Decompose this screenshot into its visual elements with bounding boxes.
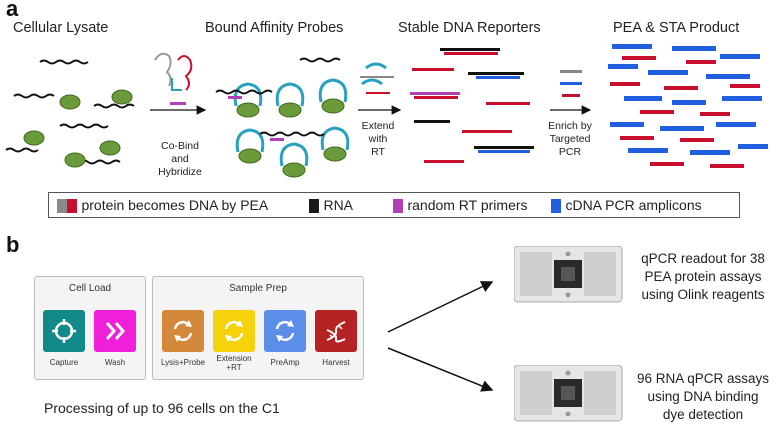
step-cobind: Co-Bind and Hybridize <box>158 140 202 178</box>
panel-b-letter: b <box>6 232 20 257</box>
double-chevron-icon <box>105 322 125 340</box>
preamp-tile[interactable] <box>264 310 306 352</box>
swatch-gray <box>57 198 67 213</box>
primer-glyphs <box>560 70 582 97</box>
ifc-chip-lower <box>514 365 623 422</box>
swatch-red <box>67 198 77 213</box>
rna-strands <box>5 59 135 165</box>
refresh-icon <box>275 320 295 342</box>
workflow-illustration <box>5 44 768 178</box>
harvest-label: Harvest <box>322 358 350 367</box>
capture-tile[interactable] <box>43 310 85 352</box>
preamp-label: PreAmp <box>270 358 300 367</box>
stage-title-bound-affinity-probes: Bound Affinity Probes <box>205 20 344 36</box>
affinity-probe-glyph <box>154 52 193 105</box>
swatch-black <box>309 198 319 213</box>
stage-title-stable-dna-reporters: Stable DNA Reporters <box>398 20 541 36</box>
extension-rt-tile[interactable] <box>213 310 255 352</box>
step-extend: Extend with RT <box>361 120 395 158</box>
amplicon-product <box>608 44 768 168</box>
dna-helix-icon <box>326 321 346 343</box>
protein-blobs <box>23 89 133 168</box>
refresh-icon <box>224 320 244 342</box>
legend: protein becomes DNA by PEA RNA random RT… <box>48 192 740 218</box>
readout-pea-protein: qPCR readout for 38 PEA protein assays u… <box>641 251 765 302</box>
lysis-probe-tile[interactable] <box>162 310 204 352</box>
swatch-purple <box>393 198 403 213</box>
readout-rna-qpcr: 96 RNA qPCR assays using DNA binding dye… <box>636 371 770 422</box>
stage-title-cellular-lysate: Cellular Lysate <box>13 20 109 36</box>
dna-reporter-strands <box>410 48 534 163</box>
extension-rt-label: Extension +RT <box>216 354 252 372</box>
step-enrich: Enrich by Targeted PCR <box>548 120 592 158</box>
harvest-tile[interactable] <box>315 310 357 352</box>
capture-label: Capture <box>49 358 79 367</box>
processing-caption: Processing of up to 96 cells on the C1 <box>44 400 280 416</box>
swatch-blue <box>551 198 561 213</box>
lysis-probe-label: Lysis+Probe <box>161 358 205 367</box>
stage-title-pea-sta-product: PEA & STA Product <box>613 20 740 36</box>
panel-a-letter: a <box>6 0 19 21</box>
refresh-icon <box>173 320 193 342</box>
cell-load-title: Cell Load <box>68 283 112 294</box>
wash-label: Wash <box>104 358 126 367</box>
legend-item-rna: RNA <box>309 197 353 215</box>
extension-glyph <box>360 62 394 94</box>
ifc-chip-upper <box>514 246 623 303</box>
legend-item-pea: protein becomes DNA by PEA <box>57 197 268 215</box>
output-arrows <box>387 281 494 392</box>
crosshair-icon <box>52 319 76 343</box>
wash-tile[interactable] <box>94 310 136 352</box>
legend-item-rt-primers: random RT primers <box>393 197 528 215</box>
sample-prep-title: Sample Prep <box>229 283 287 294</box>
legend-item-cdna: cDNA PCR amplicons <box>551 197 702 215</box>
bound-probe-complexes <box>215 57 350 178</box>
